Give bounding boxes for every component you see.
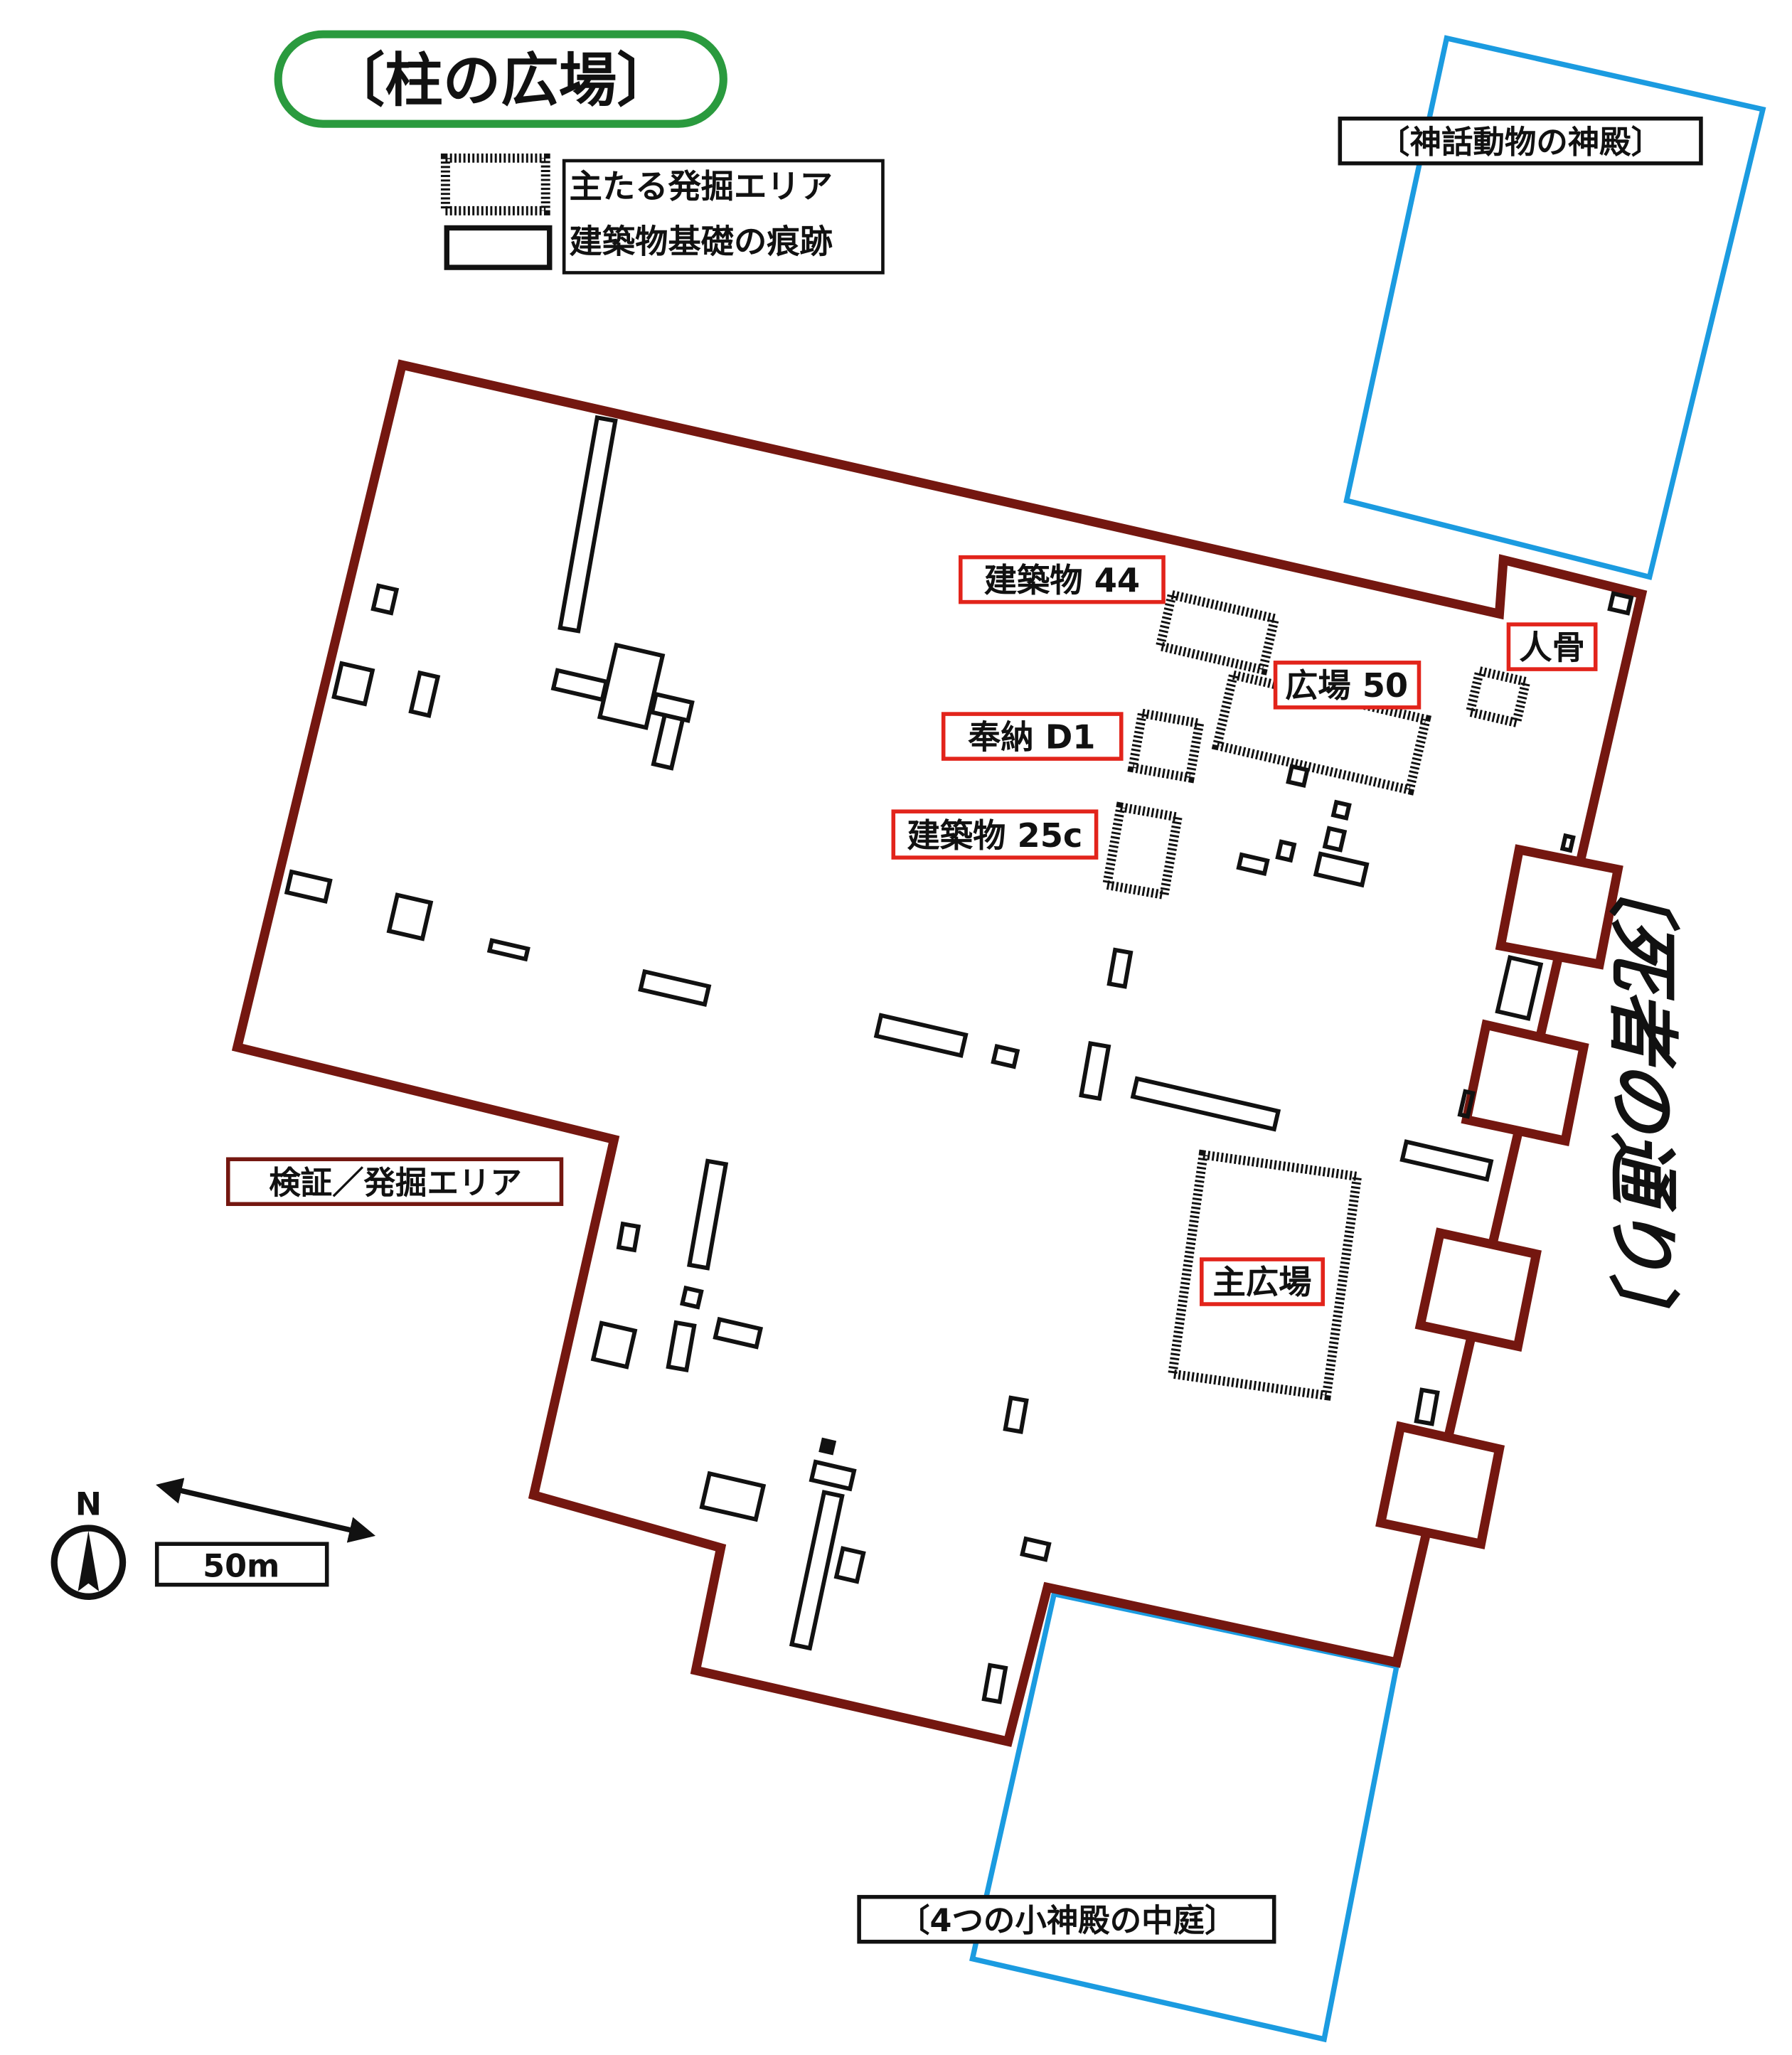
foundation — [558, 415, 618, 634]
offering-d1-label: 奉納 D1 — [968, 717, 1095, 756]
foundation — [1106, 947, 1134, 989]
foundation — [1079, 1040, 1111, 1101]
excavation-area — [1102, 801, 1183, 901]
foundation — [651, 712, 686, 771]
foundation — [597, 642, 666, 730]
foundation — [1313, 851, 1370, 888]
foundation — [981, 1662, 1008, 1704]
platform — [1414, 1227, 1542, 1352]
foundation — [1322, 826, 1348, 853]
foundation — [331, 661, 375, 707]
foundation — [1495, 954, 1544, 1021]
foundation — [809, 1459, 857, 1492]
north-letter: N — [75, 1486, 102, 1522]
scale-direction-arrow — [156, 1478, 376, 1543]
foundation — [1559, 833, 1576, 853]
legend-solid-swatch — [444, 225, 553, 270]
foundation — [699, 1470, 767, 1522]
foundation — [1399, 1139, 1494, 1183]
map-title: 〔柱の広場〕 — [274, 30, 727, 128]
verified-area-label: 検証／発掘エリア — [225, 1157, 564, 1207]
building44-label: 建築物 44 — [984, 561, 1140, 599]
foundation — [284, 869, 333, 904]
street-platforms — [1375, 844, 1623, 1549]
legend: 主たる発掘エリア 建築物基礎の痕跡 — [440, 153, 885, 274]
foundation — [1414, 1387, 1440, 1426]
foundation — [1236, 852, 1270, 877]
legend-building-foundation: 建築物基礎の痕跡 — [570, 223, 833, 261]
excavation-area — [1167, 1149, 1362, 1401]
street-of-dead-label: 〔死者の通り〕 — [1601, 847, 1684, 1345]
foundation — [370, 583, 400, 616]
human-bones-label: 人骨 — [1519, 628, 1585, 666]
platform — [1495, 844, 1623, 970]
foundation — [1130, 1076, 1281, 1132]
site-outline — [231, 359, 1648, 1747]
svg-text:〔神話動物の神殿〕: 〔神話動物の神殿〕 — [1378, 124, 1663, 161]
foundation — [1607, 591, 1634, 616]
excavation-area — [1464, 665, 1532, 729]
foundation — [590, 1320, 638, 1370]
offering-d1-label-box — [941, 712, 1124, 761]
foundation — [833, 1546, 866, 1584]
foundation — [713, 1316, 764, 1350]
platform — [1375, 1421, 1505, 1549]
map-title-text: 〔柱の広場〕 — [327, 47, 675, 114]
plaza50-label-box — [1273, 661, 1422, 710]
mythic-temple-label: 〔神話動物の神殿〕 — [1338, 116, 1703, 166]
excavation-areas — [1102, 589, 1532, 1401]
foundation — [408, 670, 441, 718]
mythic-temple-outline — [1343, 35, 1766, 580]
foundation — [550, 668, 609, 703]
foundation — [386, 892, 434, 941]
foundation — [486, 938, 530, 962]
legend-main-excavation: 主たる発掘エリア — [570, 167, 833, 206]
scale-label: 50m — [203, 1549, 279, 1585]
foundation — [1457, 1089, 1476, 1119]
foundation — [1330, 799, 1352, 821]
foundation — [1275, 839, 1297, 863]
courtyard-outline — [969, 1591, 1400, 2043]
foundation — [818, 1437, 837, 1456]
excavation-area — [1154, 589, 1281, 676]
foundation — [638, 968, 712, 1008]
legend-hatched-swatch — [440, 153, 550, 215]
foundation — [616, 1221, 641, 1253]
scale-bar: 50m — [154, 1542, 329, 1587]
foundation — [666, 1320, 697, 1373]
plaza50-label: 広場 50 — [1285, 666, 1408, 705]
main-plaza-label: 主広場 — [1213, 1263, 1312, 1301]
foundation — [789, 1490, 845, 1651]
north-compass: N — [50, 1486, 127, 1600]
building25c-label: 建築物 25c — [907, 816, 1082, 855]
foundation — [1003, 1395, 1029, 1434]
excavation-area — [1127, 708, 1205, 784]
foundation — [687, 1158, 729, 1271]
human-bones-label-box — [1506, 622, 1598, 671]
foundation — [991, 1044, 1020, 1069]
building44-label-box — [958, 555, 1166, 604]
building25c-label-box — [891, 809, 1099, 860]
platform — [1461, 1019, 1589, 1147]
foundation — [1020, 1536, 1052, 1562]
svg-text:検証／発掘エリア: 検証／発掘エリア — [269, 1165, 522, 1201]
courtyard-label: 〔4つの小神殿の中庭〕 — [857, 1894, 1276, 1944]
foundation — [873, 1013, 969, 1058]
svg-text:〔4つの小神殿の中庭〕: 〔4つの小神殿の中庭〕 — [898, 1903, 1236, 1939]
main-plaza-label-box — [1200, 1257, 1326, 1306]
foundation — [679, 1285, 704, 1310]
building-foundations — [284, 415, 1634, 1704]
